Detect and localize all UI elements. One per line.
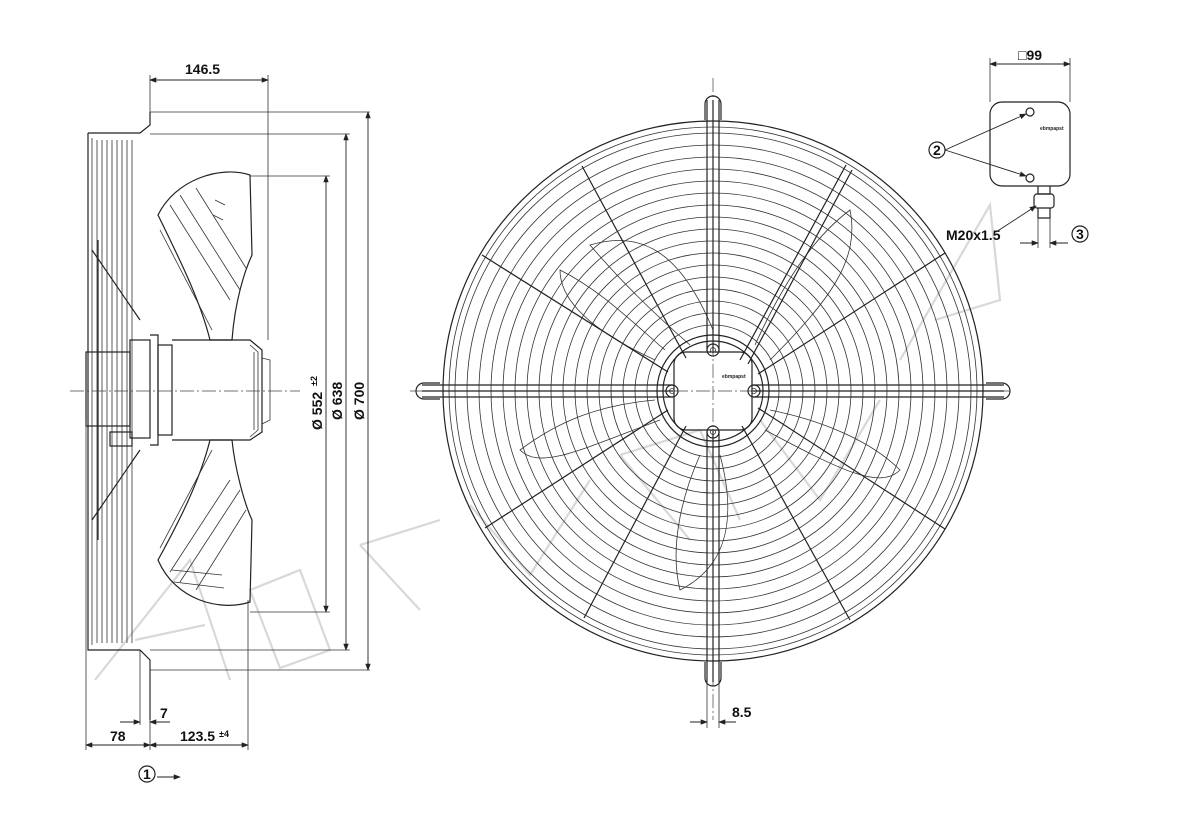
dim-terminal-box: □99 [1018, 47, 1042, 63]
dim-depth-front: 123.5 [180, 728, 215, 744]
dim-depth-front-tol: ±4 [219, 729, 229, 739]
side-view: 146.5 Ø 552 ±2 Ø 638 Ø 700 7 78 123.5 ±4… [70, 61, 371, 783]
dim-diameter-638: Ø 638 [329, 382, 345, 420]
terminal-box-logo: ebmpapst [1040, 126, 1064, 132]
hub-logo: ebmpapst [722, 374, 746, 380]
front-view: ebmpapst 8.5 [410, 78, 1011, 728]
dim-depth-total: 146.5 [185, 61, 220, 77]
callout-screws: 2 [933, 142, 941, 158]
dim-diameter-700: Ø 700 [351, 382, 367, 420]
dim-diameter-552: Ø 552 [309, 392, 325, 430]
callout-circle-3 [1071, 225, 1089, 243]
callout-circle-1 [138, 765, 156, 783]
callout-airflow: 1 [143, 766, 151, 782]
dim-slot-width: 8.5 [732, 704, 752, 720]
callout-gland: 3 [1076, 226, 1084, 242]
terminal-box-detail: ebmpapst □99 2 M20x1.5 3 [928, 47, 1089, 248]
gland-thread-label: M20x1.5 [946, 227, 1001, 243]
dim-diameter-552-tol: ±2 [309, 376, 319, 386]
watermark [94, 201, 1002, 681]
dim-hub-depth: 78 [110, 728, 126, 744]
dim-flange-thickness: 7 [160, 705, 168, 721]
